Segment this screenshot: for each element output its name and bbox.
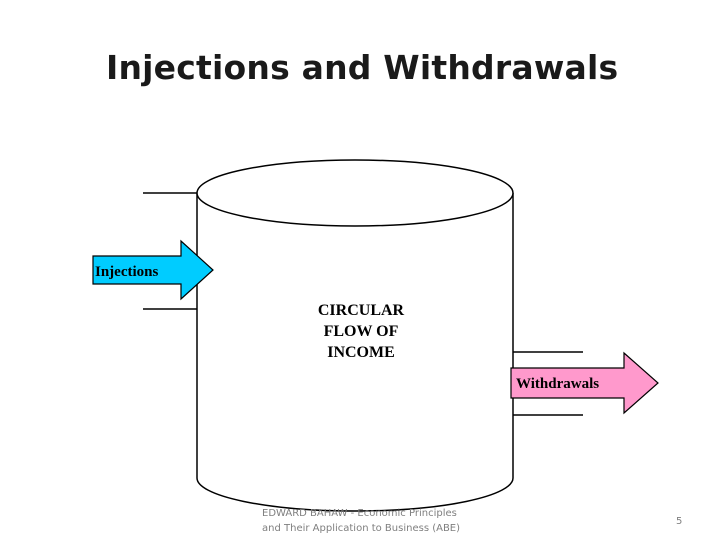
withdrawals-arrow — [510, 351, 659, 415]
injections-arrow — [92, 239, 214, 301]
slide-title: Injections and Withdrawals — [106, 48, 619, 87]
footer-line-1: EDWARD BAHAW - Economic Principles — [262, 508, 457, 519]
circular-flow-label: CIRCULAR FLOW OF INCOME — [280, 300, 442, 363]
center-label-line-2: FLOW OF — [323, 323, 399, 340]
slide-footer: EDWARD BAHAW - Economic Principles and T… — [262, 506, 460, 536]
withdrawals-label: Withdrawals — [516, 376, 600, 392]
page-number: 5 — [676, 516, 683, 527]
center-label-line-3: INCOME — [327, 344, 395, 361]
injections-label: Injections — [95, 264, 159, 280]
center-label-line-1: CIRCULAR — [317, 302, 405, 319]
cylinder-body — [196, 193, 514, 512]
footer-line-2: and Their Application to Business (ABE) — [262, 523, 461, 534]
cylinder-top — [196, 159, 514, 227]
